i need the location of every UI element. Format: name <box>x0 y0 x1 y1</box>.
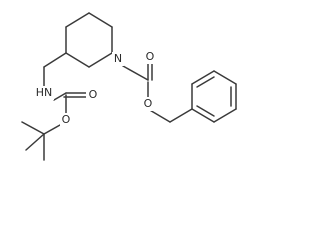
atom-label-o-ester-cbz: O <box>142 97 154 111</box>
oxygen-label: O <box>146 50 155 63</box>
chemical-structure: N O O HN O O <box>21 12 237 161</box>
piperidine-ring <box>65 12 113 68</box>
oxygen-label: O <box>144 97 153 110</box>
benzene-ring <box>191 70 237 123</box>
boc-group <box>21 92 87 161</box>
oxygen-label: O <box>89 88 98 101</box>
atom-label-o-ester-boc: O <box>60 113 72 127</box>
nitrogen-label: N <box>114 52 122 65</box>
atom-label-o-carbonyl-boc: O <box>86 88 98 102</box>
atom-label-nh: HN <box>34 86 54 100</box>
amine-label: HN <box>36 86 53 99</box>
cbz-carbamate <box>122 59 193 123</box>
atom-label-o-carbonyl-cbz: O <box>144 50 156 64</box>
atom-label-n-ring: N <box>112 52 124 66</box>
oxygen-label: O <box>62 113 71 126</box>
aminomethyl-chain <box>43 52 67 87</box>
